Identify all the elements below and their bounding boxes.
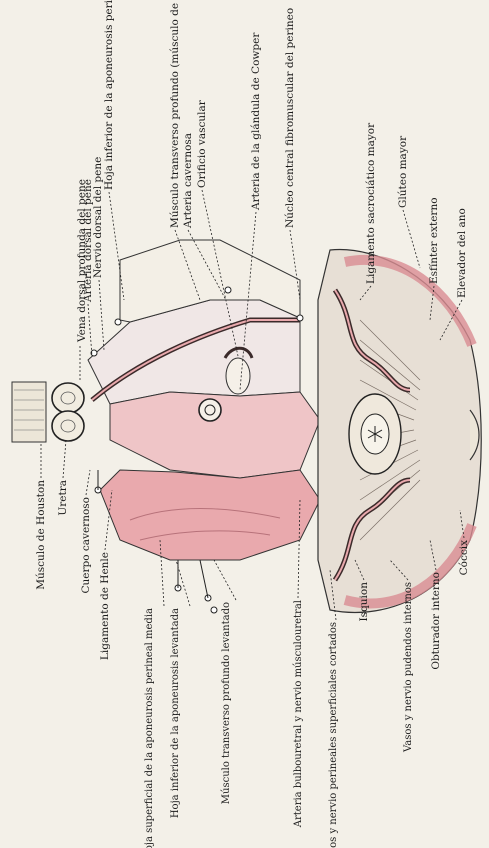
label-hoja-superficial: Hoja superficial de la aponeurosis perin… [144, 608, 155, 848]
penis-root [12, 382, 84, 442]
label-esfinter-externo: Esfínter externo [428, 197, 440, 284]
label-arteria-cavernosa: Arteria cavernosa [182, 133, 194, 229]
label-arteria-bulbouretral: Arteria bulbouretral y nervio músculoure… [293, 600, 304, 828]
label-transverso-levantado: Músculo transverso profundo levantado [221, 602, 232, 804]
label-cuerpo-cavernoso: Cuerpo cavernoso [80, 497, 92, 594]
label-ligamento-henle: Ligamento de Henle [99, 552, 111, 660]
anus [349, 394, 401, 474]
lower-pink-flap [100, 470, 320, 560]
label-elevador-ano: Elevador del ano [456, 208, 468, 298]
label-ligamento-sacrociatico: Ligamento sacrociático mayor [365, 122, 377, 284]
label-hoja-inferior-levantada: Hoja inferior de la aponeurosis levantad… [170, 608, 181, 818]
label-uretra: Uretra [57, 480, 69, 516]
label-orificio-vascular: Orificio vascular [196, 99, 208, 188]
label-arteria-glandula-cowper: Arteria de la glándula de Cowper [250, 32, 262, 211]
label-hoja-inferior-aponeurosis: Hoja inferior de la aponeurosis perineal… [103, 0, 115, 190]
label-isquion: Isquion [358, 582, 370, 622]
label-gluteo-mayor: Glúteo mayor [397, 135, 409, 208]
label-musculo-transverso-profundo: Músculo transverso profundo (músculo de … [169, 0, 181, 228]
label-nucleo-central: Núcleo central fibromuscular del perineo [284, 8, 296, 228]
label-vasos-pudendos: Vasos y nervio pudendos internos [403, 582, 414, 753]
label-obturador-interno: Obturador interno [430, 572, 442, 670]
label-musculo-houston: Músculo de Houston [35, 480, 47, 590]
label-vasos-perineales: Vasos y nervio perineales superficiales … [328, 622, 339, 848]
label-coccix: Cóccix [458, 540, 470, 575]
